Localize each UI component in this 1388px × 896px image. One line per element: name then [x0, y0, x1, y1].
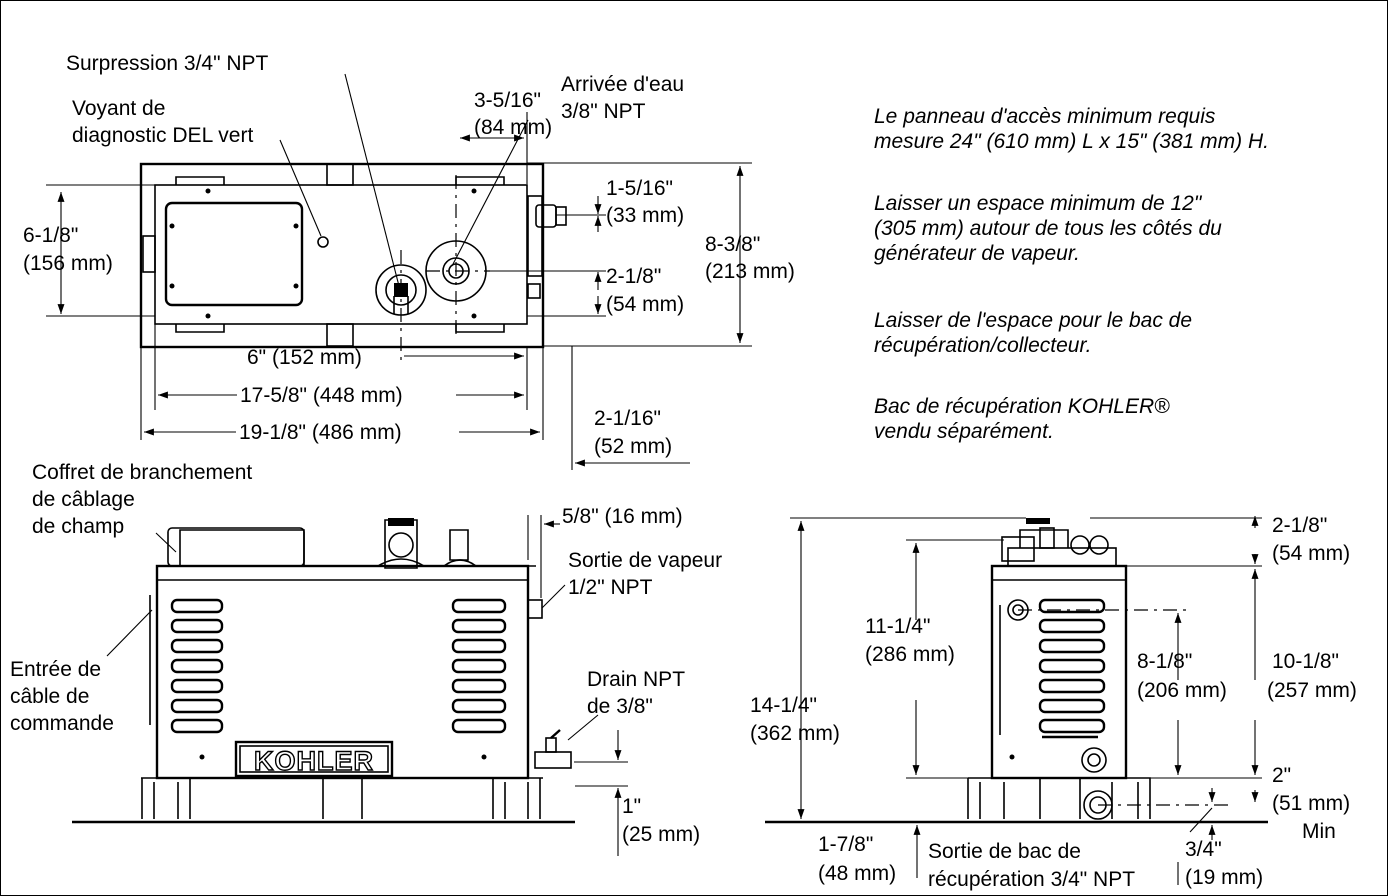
dim-54mm-side: (54 mm)	[1272, 542, 1350, 565]
label-voyant-2: diagnostic DEL vert	[72, 124, 253, 147]
dim-25mm: (25 mm)	[622, 823, 700, 846]
note-line: générateur de vapeur.	[874, 242, 1080, 265]
dim-257mm: (257 mm)	[1267, 679, 1357, 702]
leader-voyant	[279, 139, 322, 237]
dim-1-7-8: 1-7/8"	[818, 833, 873, 856]
top-lower-bracket	[326, 323, 354, 347]
label-sortie-1: Sortie de vapeur	[568, 549, 722, 572]
vents-right	[451, 598, 507, 734]
leader-coffret	[155, 532, 177, 553]
dim-33mm: (33 mm)	[606, 204, 684, 227]
dim-362mm: (362 mm)	[750, 722, 840, 745]
label-coffret-2: de câblage	[32, 488, 135, 511]
dim-6in: 6" (152 mm)	[247, 346, 362, 369]
note-line: (305 mm) autour de tous les côtés du	[874, 217, 1222, 240]
label-arrivee-1: Arrivée d'eau	[561, 73, 684, 96]
dim-84mm: (84 mm)	[474, 116, 552, 139]
top-upper-bracket	[326, 163, 354, 186]
labels: Surpression 3/4" NPT Voyant de diagnosti…	[10, 52, 1357, 891]
dim-48mm: (48 mm)	[818, 862, 896, 885]
leader-surpression	[344, 73, 401, 291]
dim-1-5-16: 1-5/16"	[606, 177, 673, 200]
dim-52mm: (52 mm)	[594, 435, 672, 458]
dim-8-1-8: 8-1/8"	[1137, 650, 1192, 673]
side-drain	[1081, 747, 1107, 773]
note-line: vendu séparément.	[874, 420, 1054, 443]
dim-2-1-8-top: 2-1/8"	[606, 265, 661, 288]
dim-6-1-8: 6-1/8"	[23, 224, 78, 247]
drain-valve	[534, 729, 572, 769]
dim-2in: 2"	[1272, 764, 1291, 787]
note-drip-pan-sold: Bac de récupération KOHLER® vendu séparé…	[874, 394, 1170, 444]
dim-2-1-16: 2-1/16"	[594, 407, 661, 430]
kohler-logo-plate	[234, 740, 394, 778]
label-drain-1: Drain NPT	[587, 668, 685, 691]
label-drain-2: de 3/8"	[587, 695, 653, 718]
label-voyant-1: Voyant de	[72, 97, 165, 120]
kohler-logo: KOHLER	[254, 746, 374, 776]
wiring-box	[167, 527, 305, 567]
dim-19mm: (19 mm)	[1185, 866, 1263, 889]
dim-51mm: (51 mm)	[1272, 792, 1350, 815]
leader-entree	[106, 609, 153, 657]
access-cover	[164, 201, 304, 307]
label-arrivee-2: 3/8" NPT	[561, 100, 646, 123]
dim-2-1-8-side: 2-1/8"	[1272, 514, 1327, 537]
inlet-nipple	[449, 529, 469, 561]
top-body	[154, 184, 528, 325]
dim-5-8: 5/8" (16 mm)	[562, 505, 683, 528]
label-entree-1: Entrée de	[10, 658, 101, 681]
label-surpression: Surpression 3/4" NPT	[66, 52, 269, 75]
leader-sortie	[541, 584, 566, 609]
label-sortie-2: 1/2" NPT	[568, 576, 653, 599]
side-vents	[1038, 598, 1106, 734]
steam-outlet	[527, 599, 543, 619]
note-drip-pan-space: Laisser de l'espace pour le bac de récup…	[874, 308, 1192, 358]
dim-286mm: (286 mm)	[865, 643, 955, 666]
dim-11-1-4: 11-1/4"	[865, 615, 930, 638]
label-coffret-1: Coffret de branchement	[32, 461, 252, 484]
dim-3-5-16: 3-5/16"	[474, 89, 541, 112]
top-left-tab	[142, 235, 156, 273]
diagnostic-led	[317, 236, 329, 248]
dim-14-1-4: 14-1/4"	[750, 694, 817, 717]
leader-drain	[567, 714, 599, 741]
dim-3-4: 3/4"	[1185, 838, 1222, 861]
leader-arrivee	[451, 119, 529, 267]
label-entree-2: câble de	[10, 685, 89, 708]
dim-206mm: (206 mm)	[1137, 679, 1227, 702]
label-bac-2: récupération 3/4" NPT	[928, 868, 1135, 891]
note-line: Laisser de l'espace pour le bac de	[874, 309, 1193, 332]
note-clearance: Laisser un espace minimum de 12" (305 mm…	[874, 191, 1222, 266]
note-line: mesure 24" (610 mm) L x 15" (381 mm) H.	[874, 130, 1269, 153]
note-line: Bac de récupération KOHLER®	[874, 395, 1170, 418]
note-line: Laisser un espace minimum de 12"	[874, 192, 1202, 215]
top-outer-outline	[139, 162, 545, 349]
dim-156mm: (156 mm)	[23, 252, 113, 275]
vents-left	[170, 598, 224, 734]
dim-8-3-8: 8-3/8"	[705, 233, 760, 256]
dim-54mm-top: (54 mm)	[606, 293, 684, 316]
dim-1in: 1"	[622, 795, 641, 818]
note-line: récupération/collecteur.	[874, 334, 1092, 357]
dim-213mm: (213 mm)	[705, 260, 795, 283]
dim-17-5-8: 17-5/8" (448 mm)	[240, 384, 403, 407]
label-bac-1: Sortie de bac de	[928, 840, 1081, 863]
side-view	[765, 516, 1268, 885]
dim-10-1-8: 10-1/8"	[1272, 650, 1339, 673]
label-entree-3: commande	[10, 712, 114, 735]
front-view: KOHLER	[72, 515, 628, 856]
note-line: Le panneau d'accès minimum requis	[874, 105, 1216, 128]
note-access-panel: Le panneau d'accès minimum requis mesure…	[874, 104, 1269, 154]
dim-19-1-8: 19-1/8" (486 mm)	[239, 421, 402, 444]
side-pipe	[527, 195, 543, 277]
label-min: Min	[1302, 820, 1336, 843]
top-view	[46, 73, 752, 470]
label-coffret-3: de champ	[32, 515, 124, 538]
